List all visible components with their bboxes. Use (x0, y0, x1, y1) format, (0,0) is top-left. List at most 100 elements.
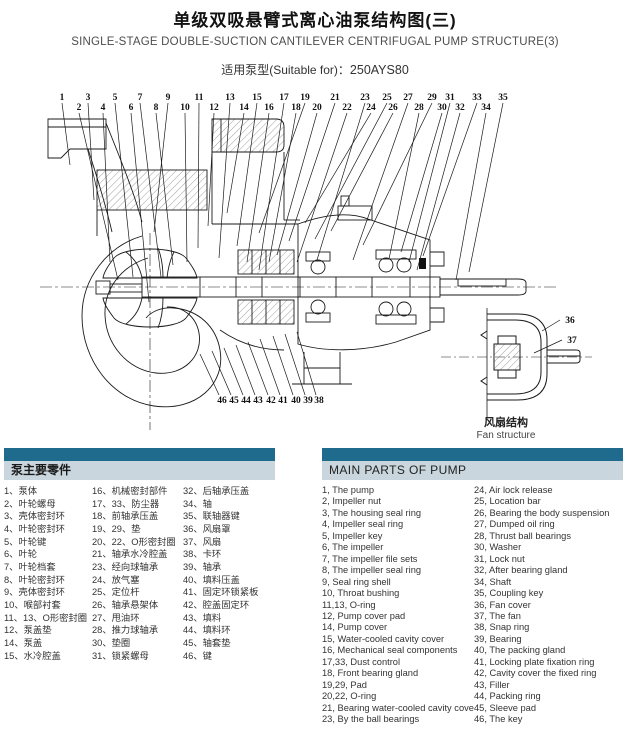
callout-number: 12 (209, 103, 219, 113)
parts-entry: 8, The impeller seal ring (322, 565, 422, 576)
suitable-for-label: 适用泵型(Suitable for)： (221, 63, 350, 77)
parts-entry: 27、甩油环 (92, 612, 140, 623)
callout-leader-line (197, 102, 200, 249)
parts-entry: 27, Dumped oil ring (474, 519, 555, 530)
callout-leader-line (139, 102, 162, 278)
parts-entry: 10, Throat bushing (322, 588, 400, 599)
parts-entry: 9, Seal ring shell (322, 576, 391, 587)
parts-entry: 17,33, Dust control (322, 656, 401, 667)
callout-leader-line (314, 102, 388, 240)
callout-leader-line (258, 102, 285, 271)
parts-entry: 12、泵盖垫 (4, 625, 52, 636)
callout-number: 38 (314, 396, 324, 406)
callout-number: 34 (481, 103, 491, 113)
parts-entry: 16、机械密封部件 (92, 486, 168, 496)
callout-number: 41 (278, 396, 288, 406)
parts-entry: 46、键 (183, 650, 212, 661)
callout-number: 19 (300, 93, 310, 103)
parts-entry: 19、29、垫 (92, 523, 141, 534)
callout-leader-line (316, 102, 366, 261)
callout-number: 37 (567, 336, 577, 346)
parts-entry: 15, Water-cooled cavity cover (322, 633, 445, 644)
parts-entry: 5, Impeller key (322, 530, 383, 541)
callout-leader-line (296, 331, 317, 396)
parts-entry: 46, The key (474, 714, 523, 725)
parts-entry: 28、推力球轴承 (92, 625, 159, 636)
callout-number: 39 (303, 396, 313, 406)
parts-entry: 25, Location bar (474, 496, 541, 507)
parts-entry: 8、叶轮密封环 (4, 574, 65, 585)
parts-entry: 44、填料环 (183, 625, 231, 636)
callout-leader-line (352, 102, 409, 261)
parts-entry: 39、轴承 (183, 561, 222, 572)
parts-entry: 4, Impeller seal ring (322, 519, 404, 530)
parts-entry: 11,13, O-ring (322, 599, 376, 610)
parts-entry: 7、叶轮档套 (4, 561, 56, 572)
callout-leader-line (259, 338, 281, 396)
parts-entry: 17、33、防尘器 (92, 498, 160, 509)
callout-leader-line (78, 112, 119, 281)
callout-number: 4 (101, 103, 106, 113)
callout-leader-line (455, 112, 487, 281)
parts-entry: 4、叶轮密封环 (4, 523, 65, 534)
callout-number: 23 (360, 93, 370, 103)
callout-number: 32 (455, 103, 465, 113)
parts-entry: 9、壳体密封环 (4, 587, 65, 598)
parts-entry: 21、轴承水冷腔盖 (92, 549, 168, 560)
callout-number: 1 (60, 93, 65, 103)
pump-cross-section-diagram: 1234567891011121314151617181920212223242… (40, 93, 592, 441)
parts-entry: 32、后轴承压盖 (183, 486, 250, 496)
callout-number: 36 (565, 316, 575, 326)
callout-leader-line (408, 102, 451, 263)
callout-leader-line (388, 112, 420, 260)
callout-number: 3 (86, 93, 91, 103)
parts-panel-english-header: MAIN PARTS OF PUMP (322, 461, 623, 480)
callout-leader-line (199, 353, 220, 396)
callout-leader-line (153, 102, 169, 233)
parts-entry: 24、放气塞 (92, 574, 140, 585)
callout-number: 26 (388, 103, 398, 113)
callout-leader-line (416, 112, 461, 271)
callout-number: 7 (138, 93, 143, 103)
callout-number: 2 (77, 103, 82, 113)
callout-number: 28 (414, 103, 424, 113)
parts-entry: 30, Washer (474, 542, 522, 553)
parts-entry: 24, Air lock release (474, 485, 553, 495)
callout-number: 22 (342, 103, 352, 113)
parts-entry: 31, Lock nut (474, 553, 525, 564)
parts-entry: 28, Thrust ball bearings (474, 530, 571, 541)
parts-entry: 39, Bearing (474, 633, 522, 644)
parts-entry: 36、风扇罩 (183, 523, 231, 534)
parts-entry: 32, After bearing gland (474, 565, 568, 576)
parts-entry: 34, Shaft (474, 576, 512, 587)
fan-caption-chinese: 风扇结构 (484, 415, 528, 429)
pump-model: 250AYS80 (349, 63, 409, 77)
parts-entry: 38、卡环 (183, 549, 222, 560)
parts-entry: 14、泵盖 (4, 637, 43, 648)
callout-leader-line (184, 112, 188, 263)
suitable-for-line: 适用泵型(Suitable for)：250AYS80 (0, 61, 630, 78)
parts-entry: 43、填料 (183, 612, 222, 623)
parts-entry: 30、垫圈 (92, 637, 131, 648)
parts-entry: 19,29, Pad (322, 679, 367, 690)
callout-leader-line (258, 102, 306, 234)
callout-number: 21 (330, 93, 340, 103)
parts-entry: 15、水冷腔盖 (4, 650, 61, 661)
parts-entry: 45、轴套垫 (183, 637, 231, 648)
callout-number: 27 (403, 93, 413, 103)
callout-number: 46 (217, 396, 227, 406)
callout-leader-line (226, 112, 245, 214)
parts-entry: 41, Locking plate fixation ring (474, 656, 595, 667)
callout-leader-line (114, 102, 134, 278)
callout-number: 30 (437, 103, 447, 113)
parts-entry: 12, Pump cover pad (322, 610, 406, 621)
callout-number: 14 (239, 103, 249, 113)
callout-leader-line (247, 341, 269, 396)
parts-entry: 23, By the ball bearings (322, 714, 420, 725)
parts-entry: 2、叶轮螺母 (4, 498, 56, 509)
